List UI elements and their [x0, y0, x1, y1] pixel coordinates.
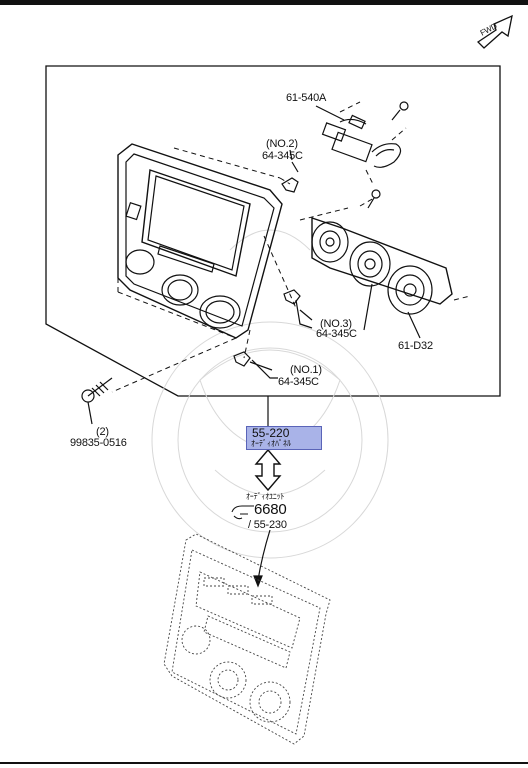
watermark-emblem: [151, 229, 389, 559]
label-61-d32: 61-D32: [398, 340, 433, 352]
label-no1: (NO.1): [290, 364, 322, 376]
reference-audio-unit: [163, 533, 331, 745]
screw-d32-icon: [367, 189, 381, 209]
screw-top-icon: [391, 101, 409, 121]
fwd-arrow-icon: [476, 14, 513, 49]
bottom-border-rule: [0, 762, 528, 764]
clip-no1-icon: [233, 351, 273, 371]
clip-no3-icon: [283, 289, 313, 321]
climate-knob-unit-61-d32: [311, 217, 453, 331]
double-arrow-icon: [254, 448, 282, 492]
label-61-540a: 61-540A: [286, 92, 327, 104]
label-ref-number: 6680: [254, 501, 287, 518]
label-screw-qty: (2): [96, 426, 109, 438]
highlighted-part-name: ｵｰﾃﾞｨｵﾊﾟﾈﾙ: [251, 439, 291, 448]
clip-no2-icon: [281, 161, 299, 193]
label-64-345c-no3: 64-345C: [316, 328, 357, 340]
label-64-345c-no1: 64-345C: [278, 376, 319, 388]
label-ref-part: / 55-230: [248, 519, 287, 531]
audio-panel-bezel: [117, 143, 283, 339]
highlighted-part-number: 55-220: [252, 426, 290, 440]
screw-99835-icon: [81, 377, 113, 425]
label-no3: (NO.3): [320, 318, 352, 330]
reference-pointer-icon: [231, 505, 254, 520]
label-99835-0516: 99835-0516: [70, 437, 127, 449]
label-ref-sub: ｵｰﾃﾞｨｵﾕﾆｯﾄ: [246, 492, 285, 501]
label-64-345c-no2: 64-345C: [262, 150, 303, 162]
highlighted-part-55-220[interactable]: 55-220 ｵｰﾃﾞｨｵﾊﾟﾈﾙ: [246, 426, 322, 450]
assembly-frame: [45, 65, 501, 397]
top-border-rule: [0, 0, 528, 5]
harness-61-540a: [321, 114, 402, 168]
label-no2: (NO.2): [266, 138, 298, 150]
